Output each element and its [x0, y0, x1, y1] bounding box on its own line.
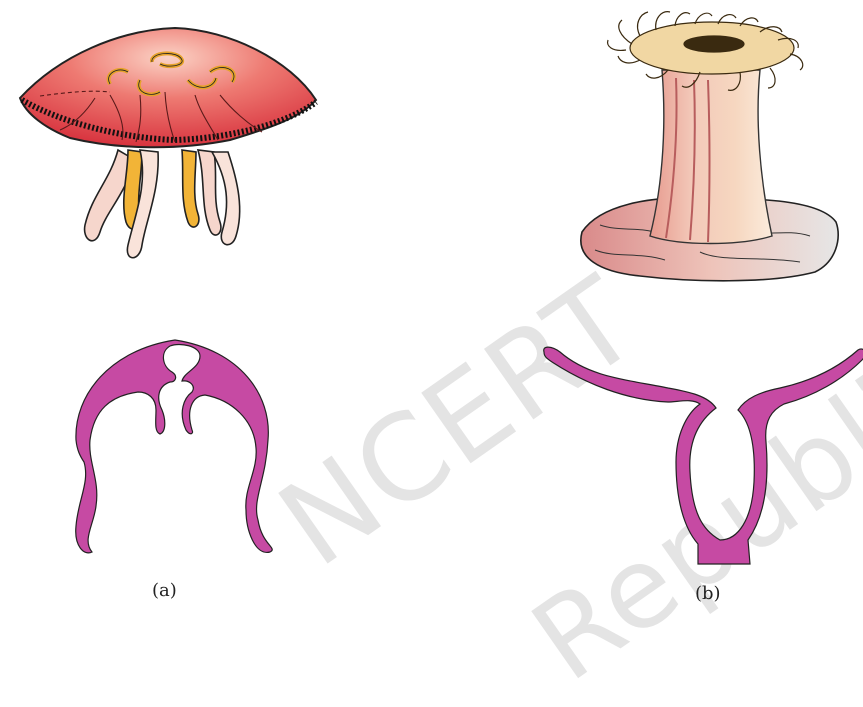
cnidarian-body-forms-figure	[0, 0, 863, 609]
anemone-drawing	[581, 12, 838, 281]
medusa-section	[76, 340, 272, 553]
caption-a: (a)	[152, 580, 177, 601]
polyp-section	[544, 347, 863, 564]
medusa-drawing	[20, 28, 316, 258]
medusa-tentacles	[85, 150, 240, 258]
medusa-bell	[20, 28, 316, 147]
caption-b: (b)	[695, 583, 721, 604]
